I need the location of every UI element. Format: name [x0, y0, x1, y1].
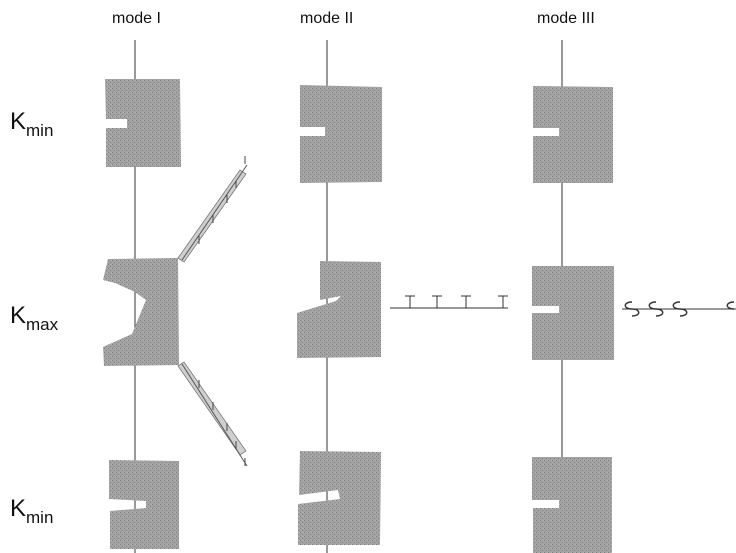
- mode-ii-kmax-specimen: [297, 261, 381, 358]
- row-label-kmin-top: Kmin: [10, 108, 54, 140]
- column-label-mode-i: mode I: [112, 10, 161, 27]
- mode-i-kmin-top-specimen: [105, 79, 181, 167]
- mode-ii-kmin-top-specimen: [300, 85, 382, 183]
- mode-iii-kmin-top-specimen: [533, 86, 613, 183]
- mode-i-shear-band-lower: [177, 361, 248, 467]
- row-label-kmax: Kmax: [10, 302, 59, 334]
- column-label-mode-ii: mode II: [300, 10, 354, 27]
- mode-iii-kmin-bottom-specimen: [532, 457, 612, 553]
- row-label-kmin-bottom: Kmin: [10, 495, 54, 527]
- mode-iii-kmax-specimen: [532, 266, 614, 360]
- mode-i-shear-band-upper: [177, 156, 248, 263]
- mode-i-kmax-specimen: [103, 258, 179, 366]
- mode-ii-kmin-bottom-specimen: [298, 451, 381, 545]
- mode-iii-twist-symbols: [622, 301, 736, 317]
- mode-i-kmin-bottom-specimen: [109, 460, 179, 549]
- column-label-mode-iii: mode III: [537, 10, 595, 27]
- mode-ii-shear-stops: [390, 295, 508, 309]
